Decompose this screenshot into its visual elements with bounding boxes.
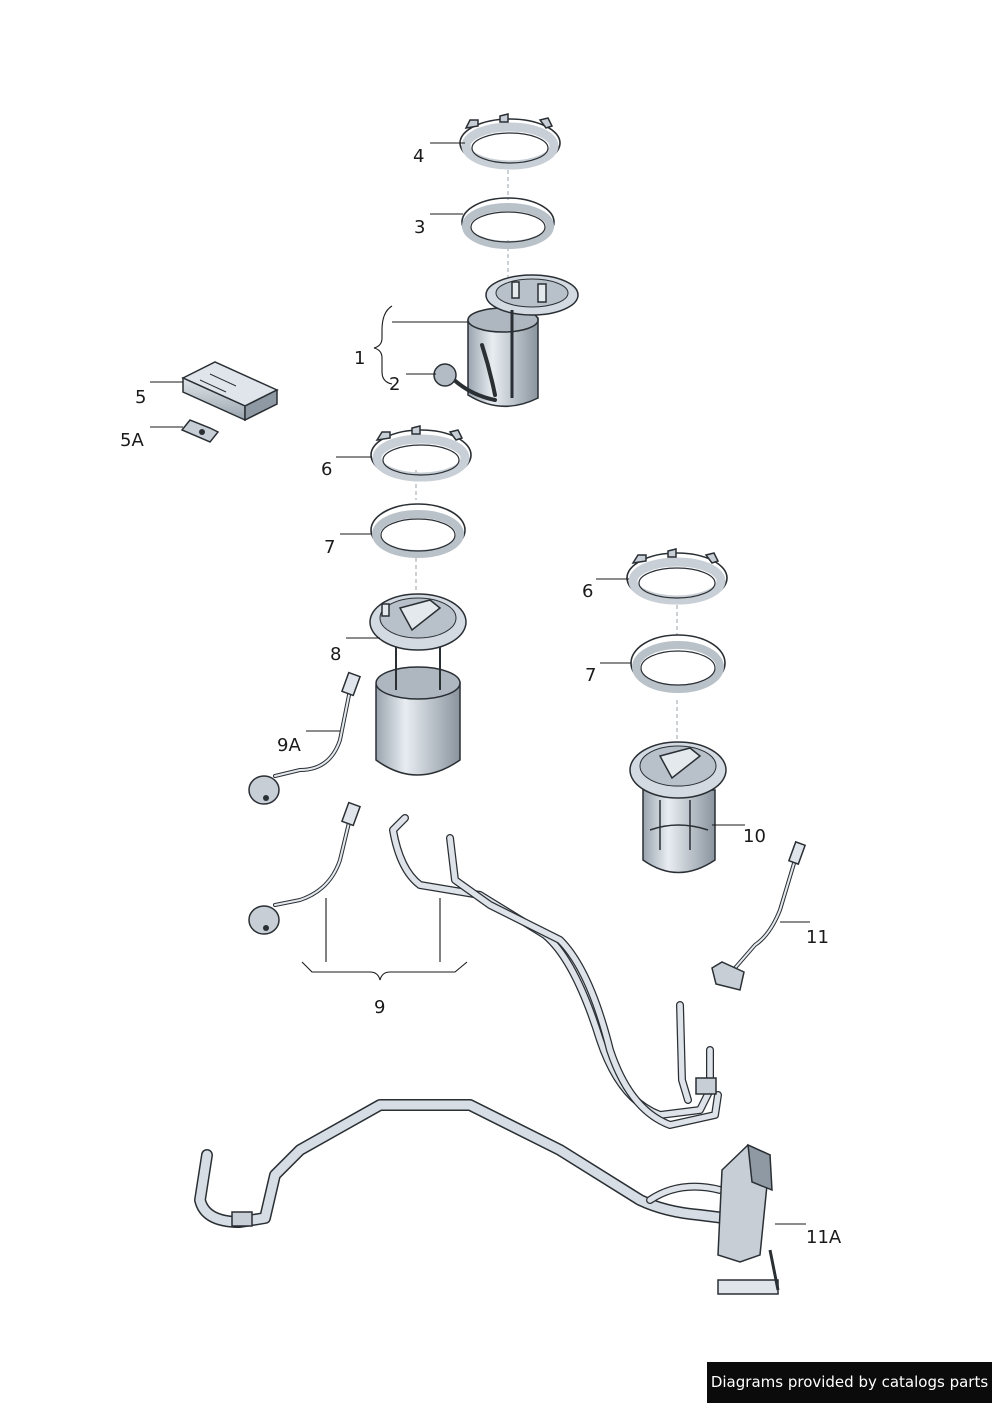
callout-7-right: 7 <box>585 665 596 686</box>
seal-ring-7-right <box>630 634 726 693</box>
fuel-supply-line-11A <box>194 1099 780 1295</box>
callout-2: 2 <box>389 374 400 395</box>
fuel-lines-9 <box>389 814 722 1129</box>
fuel-pump-unit-10 <box>629 741 727 874</box>
float-2 <box>433 363 497 402</box>
callout-9A: 9A <box>277 735 301 756</box>
callout-10: 10 <box>743 826 766 847</box>
fuel-delivery-unit-1 <box>467 274 579 408</box>
level-sender-11 <box>711 840 807 991</box>
callout-3: 3 <box>414 217 425 238</box>
leader-lines <box>150 142 810 1225</box>
callout-6-right: 6 <box>582 581 593 602</box>
callout-6-left: 6 <box>321 459 332 480</box>
control-unit-5 <box>181 361 279 422</box>
callout-1: 1 <box>354 348 365 369</box>
seal-ring-3 <box>461 197 555 249</box>
callout-labels: 4 3 1 2 5 5A 6 7 8 9A 6 7 10 11 9 11A <box>120 146 842 1248</box>
callout-11A: 11A <box>806 1227 842 1248</box>
credit-banner: Diagrams provided by catalogs parts <box>707 1362 992 1403</box>
locking-ring-6-right <box>626 548 728 605</box>
callout-9: 9 <box>374 997 385 1018</box>
callout-11: 11 <box>806 927 829 948</box>
locking-ring-4 <box>459 113 561 170</box>
callout-4: 4 <box>413 146 424 167</box>
locking-ring-6-left <box>370 425 472 482</box>
callout-5A: 5A <box>120 430 144 451</box>
callout-5: 5 <box>135 387 146 408</box>
fuel-pump-unit-8 <box>369 593 467 776</box>
callout-8: 8 <box>330 644 341 665</box>
bracket-5A <box>180 419 220 443</box>
callout-7-left: 7 <box>324 537 335 558</box>
seal-ring-7-left <box>370 503 466 558</box>
level-sensor-9 <box>248 801 362 935</box>
level-sensor-9A <box>248 671 362 805</box>
